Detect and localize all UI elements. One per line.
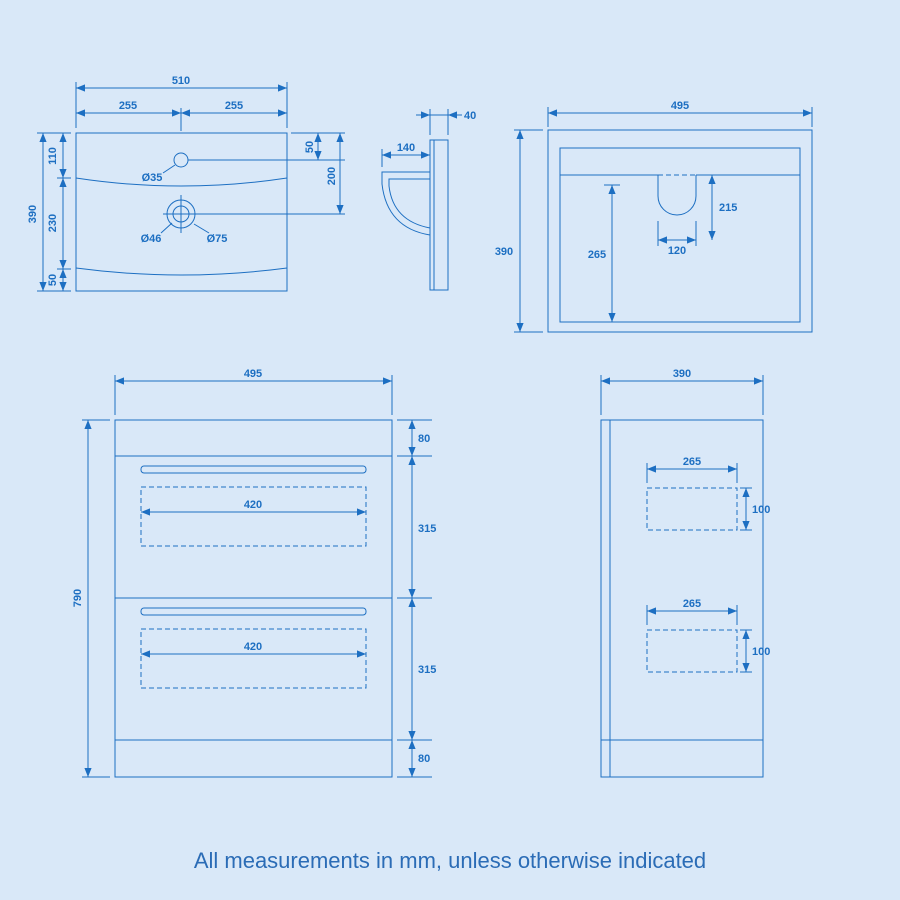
- basin-width-left-label: 255: [119, 100, 137, 112]
- interior-depth-label: 265: [588, 249, 606, 261]
- tap-hole-diameter-label: Ø35: [142, 172, 163, 184]
- tap-setback-label: 50: [304, 141, 316, 153]
- dim-basin-depth-total: 390: [27, 132, 71, 292]
- bowl-depth-label: 140: [397, 142, 415, 154]
- lower-recess-hidden-box: [646, 629, 738, 673]
- dim-drain-setback: 200: [326, 133, 344, 214]
- measurements-caption: All measurements in mm, unless otherwise…: [193, 848, 707, 873]
- dim-tap-setback: 50: [304, 133, 322, 160]
- dimension-drawing: 510 255 255 390 110 230 50 50: [27, 75, 813, 778]
- dim-cabinet-plan-width: 495: [547, 100, 813, 127]
- cabinet-side-outline: [600, 419, 764, 778]
- cabinet-side-view: 390 265 100 265 100: [600, 368, 770, 778]
- cutout-width-label: 120: [668, 245, 686, 257]
- upper-recess-height-label: 100: [752, 504, 770, 516]
- dim-upper-recess-height: 100: [740, 487, 770, 531]
- dim-front-height-segments: 80 315 315 80: [397, 419, 436, 778]
- dim-upper-drawer-width: 420: [141, 499, 366, 516]
- basin-contour-upper: [75, 177, 288, 187]
- lower-drawer-width-label: 420: [244, 641, 262, 653]
- upper-recess-width-label: 265: [683, 456, 701, 468]
- basin-contour-lower: [75, 267, 288, 276]
- basin-plan-view: 510 255 255 390 110 230 50 50: [27, 75, 345, 292]
- lower-drawer-label: 315: [418, 664, 436, 676]
- label-drain-outer-diameter: Ø75: [193, 223, 228, 245]
- cabinet-plan-view: 495 390 265 215 120: [495, 100, 813, 333]
- basin-reference-lines: [163, 132, 345, 233]
- upper-recess-hidden-box: [646, 487, 738, 531]
- cabinet-side-depth-label: 390: [673, 368, 691, 380]
- cabinet-plan-width-label: 495: [671, 100, 689, 112]
- cabinet-plan-interior: [559, 147, 801, 323]
- cabinet-front-view: 420 420 495 790 80: [72, 368, 436, 778]
- basin-middle-segment-label: 230: [47, 214, 59, 232]
- bowl-profile-inner: [388, 178, 431, 229]
- cabinet-height-label: 790: [72, 589, 84, 607]
- basin-width-total-label: 510: [172, 75, 190, 87]
- label-drain-inner-diameter: Ø46: [141, 222, 173, 245]
- dim-basin-depth-segments: 110 230 50: [47, 133, 71, 291]
- dim-upper-recess-width: 265: [646, 456, 738, 483]
- cabinet-plan-outline: [547, 129, 813, 333]
- pipe-cutout: [657, 175, 697, 216]
- mounting-panel: [429, 139, 449, 291]
- dim-cabinet-front-width: 495: [114, 368, 393, 415]
- tap-hole: [173, 152, 189, 168]
- basin-width-right-label: 255: [225, 100, 243, 112]
- dim-cutout-width: 120: [657, 221, 697, 257]
- basin-depth-total-label: 390: [27, 205, 39, 223]
- drain-inner-diameter-label: Ø46: [141, 233, 162, 245]
- dim-rim-thickness: 40: [416, 109, 476, 135]
- upper-drawer-handle: [140, 465, 367, 474]
- rim-thickness-label: 40: [464, 110, 476, 122]
- basin-bottom-segment-label: 50: [47, 274, 59, 286]
- top-panel-label: 80: [418, 433, 430, 445]
- dim-bowl-depth: 140: [381, 142, 430, 167]
- upper-drawer-width-label: 420: [244, 499, 262, 511]
- cabinet-front-width-label: 495: [244, 368, 262, 380]
- bowl-profile-outer: [381, 171, 431, 236]
- drain-outer-diameter-label: Ø75: [207, 233, 228, 245]
- lower-recess-width-label: 265: [683, 598, 701, 610]
- dim-lower-drawer-width: 420: [141, 641, 366, 658]
- dim-cabinet-plan-depth: 390: [495, 129, 543, 333]
- cabinet-plan-depth-label: 390: [495, 246, 513, 258]
- dim-cabinet-height: 790: [72, 419, 110, 778]
- dim-basin-width-halves: 255 255: [76, 100, 287, 131]
- lower-drawer-hidden-box: [140, 628, 367, 689]
- basin-outline: [75, 132, 288, 292]
- drain-setback-label: 200: [326, 167, 338, 185]
- upper-drawer-hidden-box: [140, 486, 367, 547]
- dim-lower-recess-height: 100: [740, 629, 770, 673]
- label-tap-hole-diameter: Ø35: [142, 164, 176, 184]
- dim-cabinet-side-depth: 390: [600, 368, 764, 415]
- dim-cutout-depth: 215: [708, 175, 737, 240]
- cutout-depth-label: 215: [719, 202, 737, 214]
- basin-profile-view: 140 40: [381, 109, 476, 291]
- basin-top-segment-label: 110: [47, 147, 59, 165]
- upper-drawer-label: 315: [418, 523, 436, 535]
- lower-drawer-handle: [140, 607, 367, 616]
- dim-interior-depth: 265: [588, 184, 620, 322]
- dim-basin-width-total: 510: [75, 75, 288, 128]
- lower-recess-height-label: 100: [752, 646, 770, 658]
- dim-lower-recess-width: 265: [646, 598, 738, 625]
- plinth-label: 80: [418, 753, 430, 765]
